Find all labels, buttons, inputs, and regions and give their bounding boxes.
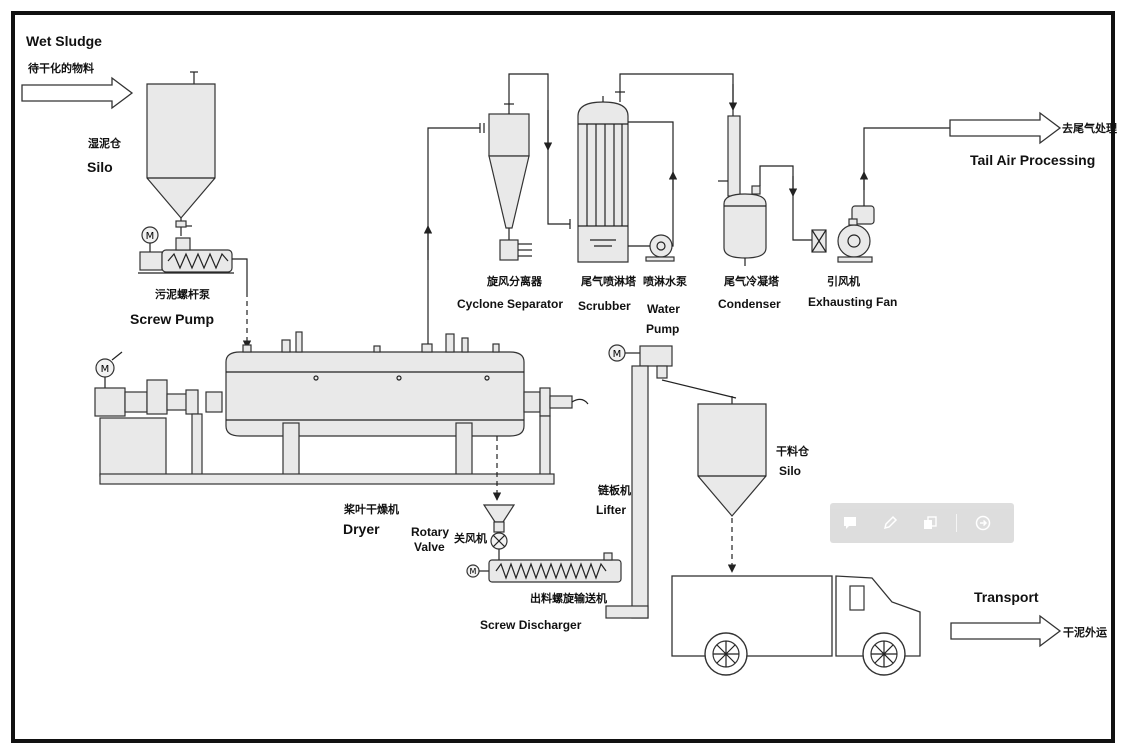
lifter-motor-symbol: M <box>613 349 622 360</box>
transport-cn-label: 干泥外运 <box>1063 625 1107 639</box>
wet-sludge-silo <box>146 71 216 236</box>
fan-cn-label: 引风机 <box>827 274 860 288</box>
rotary-valve-cn-label: 关风机 <box>454 531 487 545</box>
image-toolbar <box>830 503 1014 543</box>
silo2-label: Silo <box>779 464 801 478</box>
chain-lifter: M <box>605 344 673 619</box>
screw-discharger-label: Screw Discharger <box>480 618 582 632</box>
lifter-cn-label: 链板机 <box>598 483 631 497</box>
toolbar-separator <box>956 514 957 532</box>
screw-pump-motor-symbol: M <box>146 231 155 242</box>
tail-air-label: Tail Air Processing <box>970 152 1095 168</box>
condenser-cn-label: 尾气冷凝塔 <box>723 274 780 288</box>
pencil-icon[interactable] <box>870 503 910 543</box>
wet-sludge-input-arrow <box>21 76 134 110</box>
dryer-motor-symbol: M <box>101 364 110 375</box>
wet-sludge-cn-label: 待干化的物料 <box>27 61 94 75</box>
wet-sludge-label: Wet Sludge <box>26 33 102 49</box>
screw-pump: M <box>138 226 234 274</box>
comment-icon[interactable] <box>830 503 870 543</box>
copy-icon[interactable] <box>910 503 950 543</box>
scrubber-cn-label: 尾气喷淋塔 <box>580 274 637 288</box>
water-pump-label-1: Water <box>647 302 680 316</box>
tail-air-output-arrow <box>949 111 1062 145</box>
silo2-cn-label: 干料仓 <box>776 444 810 458</box>
share-icon[interactable] <box>963 503 1003 543</box>
screw-discharger: M <box>466 552 622 583</box>
tail-air-cn-label: 去尾气处理 <box>1062 121 1117 135</box>
screw-discharger-motor-symbol: M <box>470 567 477 576</box>
paddle-dryer: M <box>94 331 589 485</box>
transport-label: Transport <box>974 589 1039 605</box>
transport-truck <box>671 575 921 676</box>
condenser <box>718 115 767 266</box>
silo1-label: Silo <box>87 159 113 175</box>
scrubber-tower <box>569 96 629 263</box>
screw-discharger-cn-label: 出料螺旋输送机 <box>530 591 607 605</box>
exhausting-fan <box>811 205 875 263</box>
silo1-cn-label: 湿泥仓 <box>88 136 122 150</box>
cyclone-separator <box>488 100 532 261</box>
water-pump-label-2: Pump <box>646 322 679 336</box>
rotary-valve-label-1: Rotary <box>411 525 449 539</box>
rotary-valve <box>482 504 516 560</box>
screw-pump-label: Screw Pump <box>130 311 214 327</box>
cyclone-label: Cyclone Separator <box>457 297 563 311</box>
water-pump-cn-label: 喷淋水泵 <box>643 274 687 288</box>
lifter-label: Lifter <box>596 503 626 517</box>
screw-pump-cn-label: 污泥螺杆泵 <box>155 287 210 301</box>
scrubber-label: Scrubber <box>578 299 631 313</box>
condenser-label: Condenser <box>718 297 781 311</box>
rotary-valve-label-2: Valve <box>414 540 445 554</box>
dry-material-silo <box>697 396 767 517</box>
cyclone-cn-label: 旋风分离器 <box>486 274 543 288</box>
transport-output-arrow <box>950 614 1062 648</box>
fan-label: Exhausting Fan <box>808 295 897 309</box>
dryer-cn-label: 桨叶干燥机 <box>343 502 399 516</box>
dryer-label: Dryer <box>343 521 380 537</box>
